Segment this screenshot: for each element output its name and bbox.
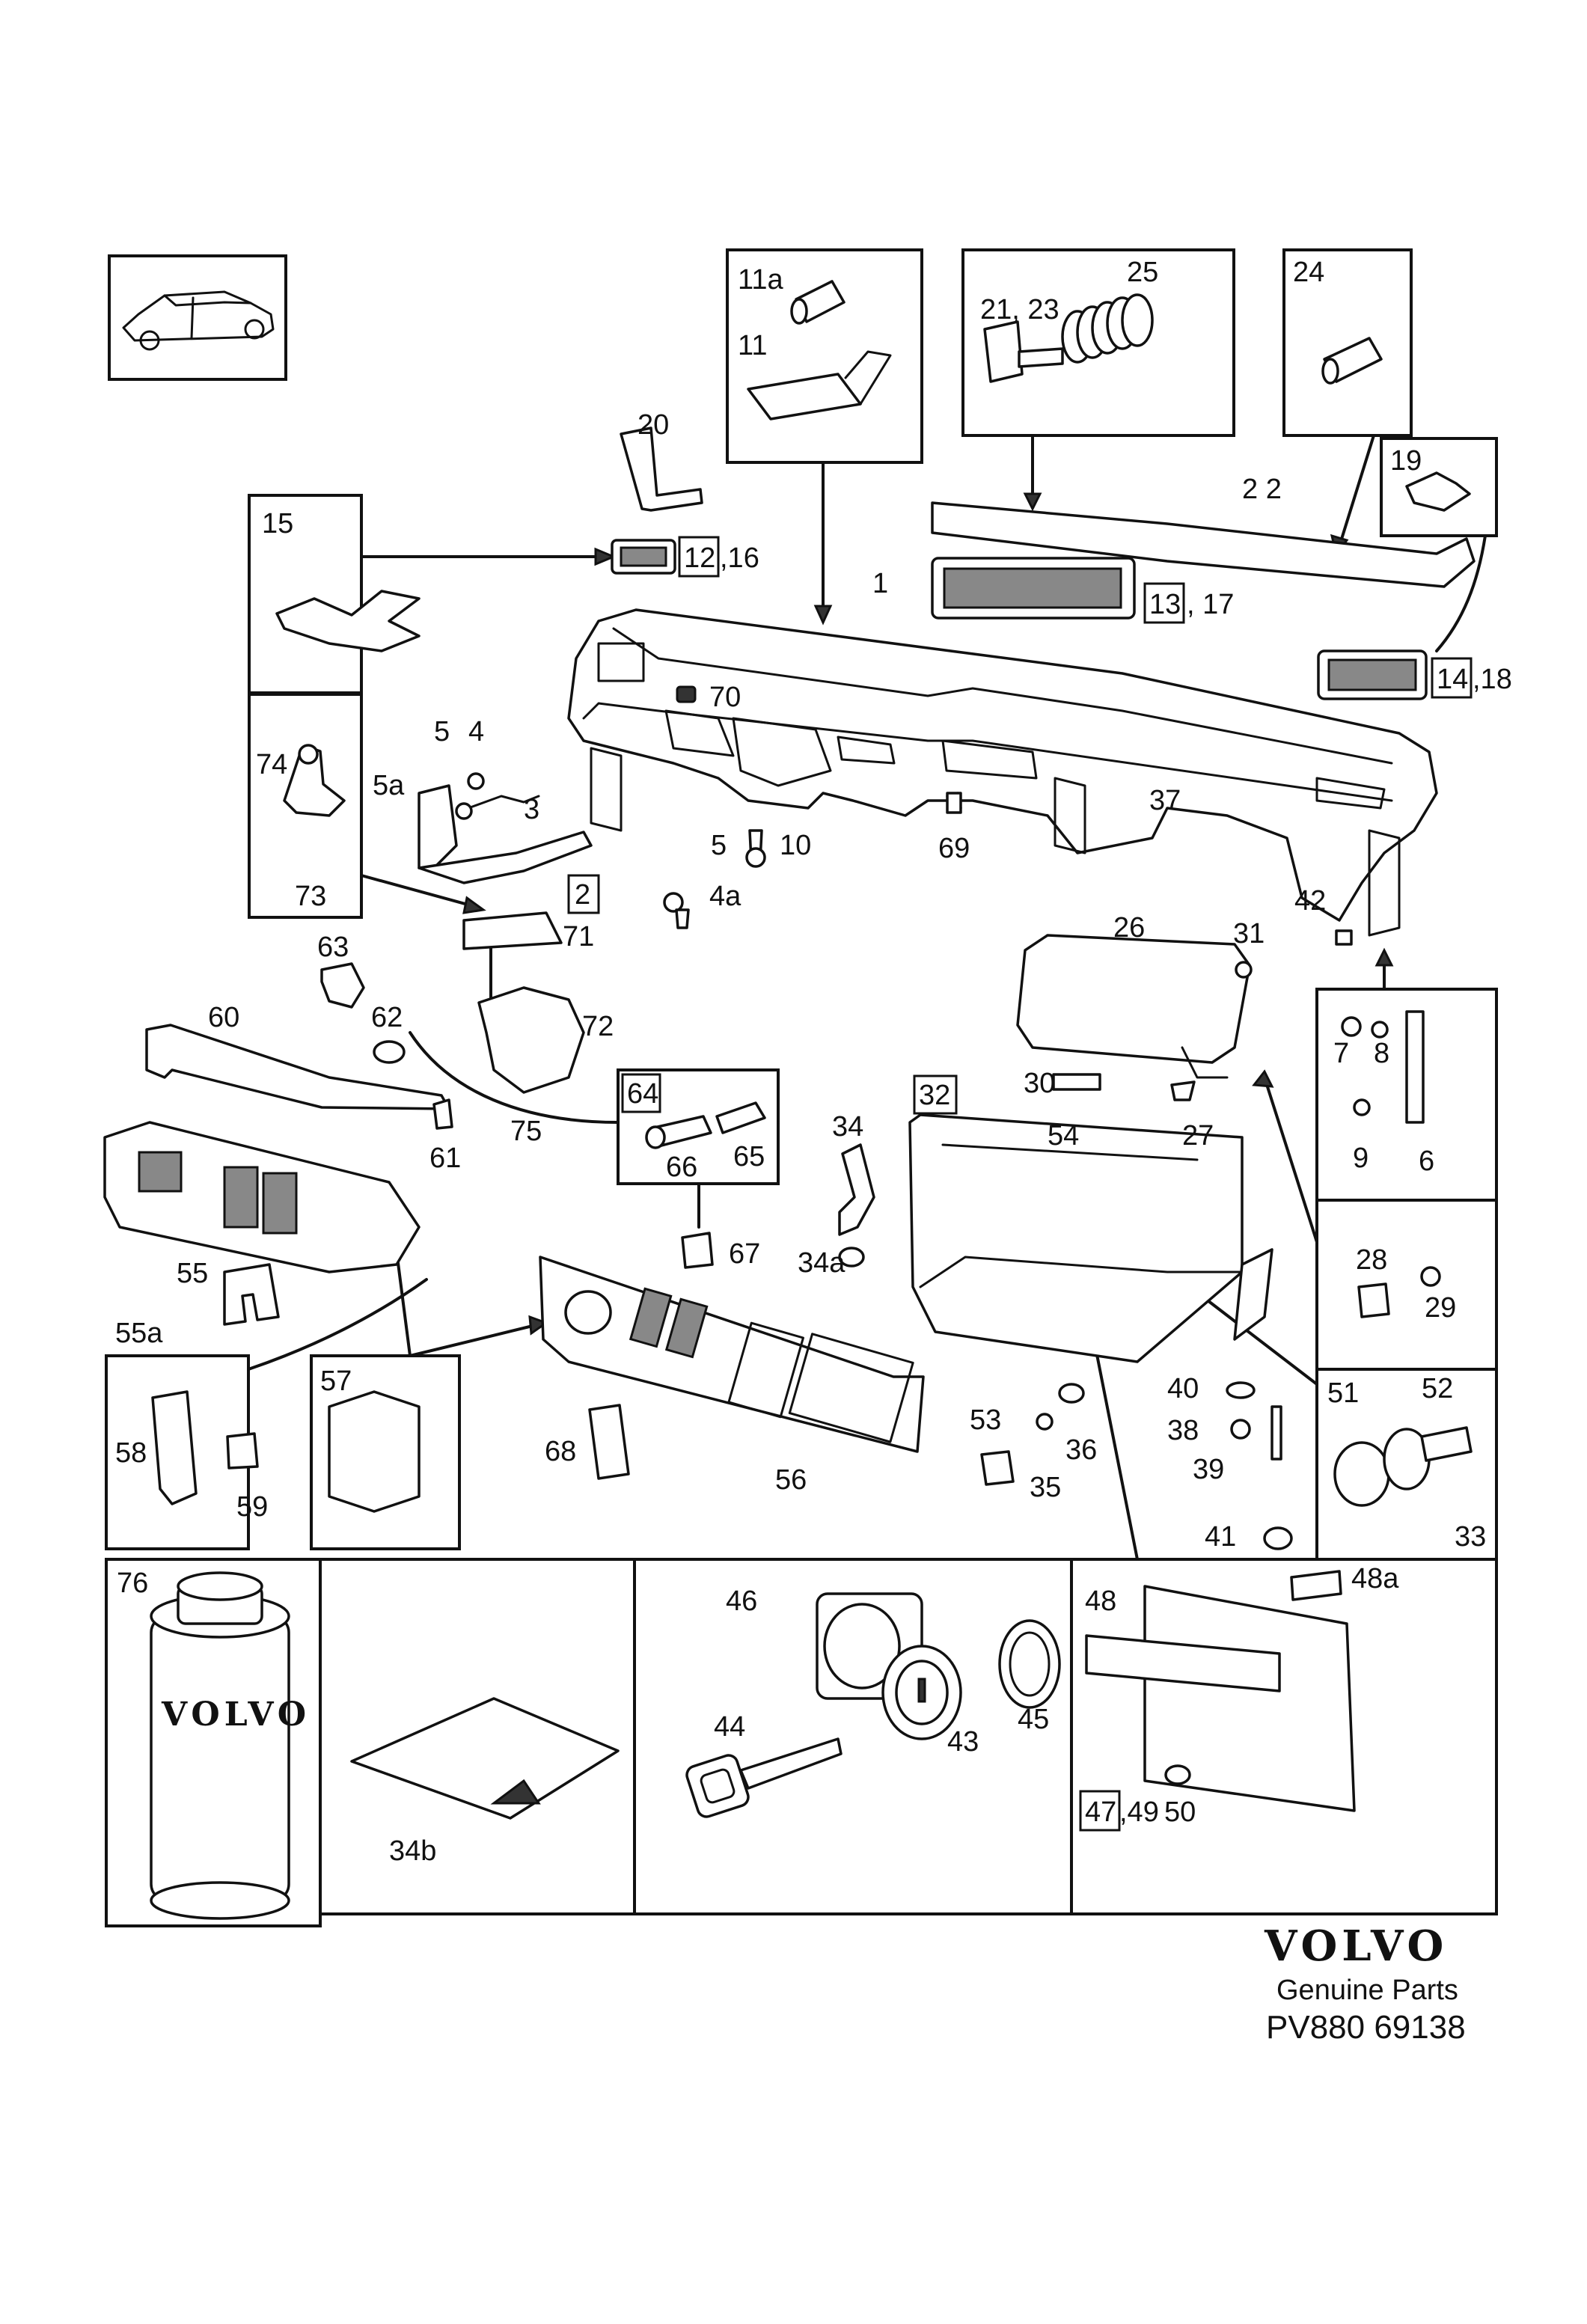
label-36: 36 bbox=[1065, 1434, 1097, 1466]
label-33: 33 bbox=[1455, 1521, 1486, 1553]
label-19: 19 bbox=[1390, 445, 1422, 477]
label-52: 52 bbox=[1422, 1373, 1453, 1404]
label-46: 46 bbox=[726, 1585, 757, 1617]
label-22: 2 2 bbox=[1242, 474, 1282, 505]
label-68: 68 bbox=[545, 1436, 576, 1467]
label-21-23: 21, 23 bbox=[980, 294, 1059, 325]
bracket-detail-frame bbox=[248, 494, 363, 919]
label-26: 26 bbox=[1113, 912, 1145, 944]
label-11: 11 bbox=[738, 330, 767, 361]
label-54: 54 bbox=[1048, 1120, 1079, 1152]
label-34b: 34b bbox=[389, 1835, 436, 1867]
label-29: 29 bbox=[1425, 1292, 1456, 1324]
label-12: 12 bbox=[684, 542, 715, 574]
label-18: ,18 bbox=[1473, 664, 1512, 695]
brand-logo: VOLVO bbox=[1264, 1921, 1448, 1971]
label-34a: 34a bbox=[798, 1247, 846, 1279]
label-71: 71 bbox=[563, 921, 594, 952]
label-62: 62 bbox=[371, 1002, 403, 1033]
bottom-row-parts: VOLVO bbox=[150, 1570, 1356, 1920]
label-74: 74 bbox=[256, 749, 287, 780]
label-39: 39 bbox=[1193, 1454, 1224, 1485]
callout-labels: 1 2 3 4 4a 5 5 5a 6 7 8 9 10 11 11a 12 ,… bbox=[115, 257, 1512, 1867]
label-5: 5 bbox=[434, 716, 450, 747]
label-61: 61 bbox=[429, 1143, 461, 1174]
label-2: 2 bbox=[575, 879, 590, 911]
label-55a: 55a bbox=[115, 1318, 163, 1349]
can-brand-text: VOLVO bbox=[161, 1695, 311, 1734]
label-64: 64 bbox=[627, 1078, 658, 1110]
label-69: 69 bbox=[938, 833, 970, 864]
label-42: 42 bbox=[1294, 885, 1326, 917]
label-53: 53 bbox=[970, 1404, 1001, 1436]
glovebox-group bbox=[838, 929, 1473, 1550]
label-63: 63 bbox=[317, 932, 349, 963]
top-parts bbox=[275, 280, 1476, 700]
label-65: 65 bbox=[733, 1141, 765, 1172]
dashboard-assembly bbox=[567, 608, 1438, 937]
label-17: , 17 bbox=[1187, 589, 1234, 620]
brand-block: VOLVO Genuine Parts PV880 69138 bbox=[1264, 1921, 1466, 2046]
label-76: 76 bbox=[117, 1568, 148, 1599]
label-72: 72 bbox=[582, 1011, 614, 1042]
label-27: 27 bbox=[1182, 1120, 1214, 1152]
label-24: 24 bbox=[1293, 257, 1324, 288]
label-47: 47 bbox=[1085, 1796, 1116, 1828]
label-5-second: 5 bbox=[711, 830, 727, 861]
label-48a: 48a bbox=[1351, 1563, 1399, 1594]
label-56: 56 bbox=[775, 1464, 807, 1496]
label-35: 35 bbox=[1030, 1472, 1061, 1503]
label-58: 58 bbox=[115, 1437, 147, 1469]
label-16: ,16 bbox=[720, 542, 759, 574]
label-32: 32 bbox=[919, 1080, 950, 1111]
label-1: 1 bbox=[872, 568, 888, 599]
label-43: 43 bbox=[947, 1726, 979, 1758]
label-14: 14 bbox=[1437, 664, 1468, 695]
label-73: 73 bbox=[295, 881, 326, 912]
label-34: 34 bbox=[832, 1111, 863, 1143]
label-40: 40 bbox=[1167, 1373, 1199, 1404]
label-60: 60 bbox=[208, 1002, 239, 1033]
label-66: 66 bbox=[666, 1152, 697, 1183]
label-37: 37 bbox=[1149, 785, 1181, 816]
label-49: ,49 bbox=[1119, 1796, 1159, 1828]
label-8: 8 bbox=[1374, 1038, 1389, 1069]
label-55: 55 bbox=[177, 1258, 208, 1289]
label-44: 44 bbox=[714, 1711, 745, 1743]
label-75: 75 bbox=[510, 1116, 542, 1147]
label-31: 31 bbox=[1233, 918, 1265, 950]
label-5a: 5a bbox=[373, 770, 405, 801]
switch-panel-group bbox=[103, 792, 962, 1513]
label-13: 13 bbox=[1149, 589, 1181, 620]
label-4: 4 bbox=[468, 716, 484, 747]
label-45: 45 bbox=[1018, 1704, 1049, 1735]
label-3: 3 bbox=[524, 794, 539, 825]
label-59: 59 bbox=[236, 1491, 268, 1523]
label-11a: 11a bbox=[738, 264, 783, 296]
diagram-code: PV880 69138 bbox=[1266, 2009, 1466, 2046]
label-48: 48 bbox=[1085, 1585, 1116, 1617]
label-70: 70 bbox=[709, 682, 741, 713]
label-50: 50 bbox=[1164, 1796, 1196, 1828]
label-51: 51 bbox=[1327, 1377, 1359, 1409]
label-9: 9 bbox=[1353, 1143, 1369, 1174]
steering-bracket-group bbox=[283, 744, 962, 1094]
label-28: 28 bbox=[1356, 1244, 1387, 1276]
label-4a: 4a bbox=[709, 881, 741, 912]
brand-tagline: Genuine Parts bbox=[1276, 1975, 1458, 2006]
label-30: 30 bbox=[1024, 1068, 1055, 1099]
label-67: 67 bbox=[729, 1238, 760, 1270]
label-41: 41 bbox=[1205, 1521, 1236, 1553]
label-6: 6 bbox=[1419, 1146, 1434, 1177]
label-7: 7 bbox=[1333, 1038, 1349, 1069]
part-70-clip bbox=[676, 685, 697, 703]
label-25: 25 bbox=[1127, 257, 1158, 288]
label-57: 57 bbox=[320, 1366, 352, 1397]
label-20: 20 bbox=[637, 409, 669, 441]
label-10: 10 bbox=[780, 830, 811, 861]
vehicle-thumbnail bbox=[108, 254, 287, 381]
label-15: 15 bbox=[262, 508, 293, 539]
label-38: 38 bbox=[1167, 1415, 1199, 1446]
